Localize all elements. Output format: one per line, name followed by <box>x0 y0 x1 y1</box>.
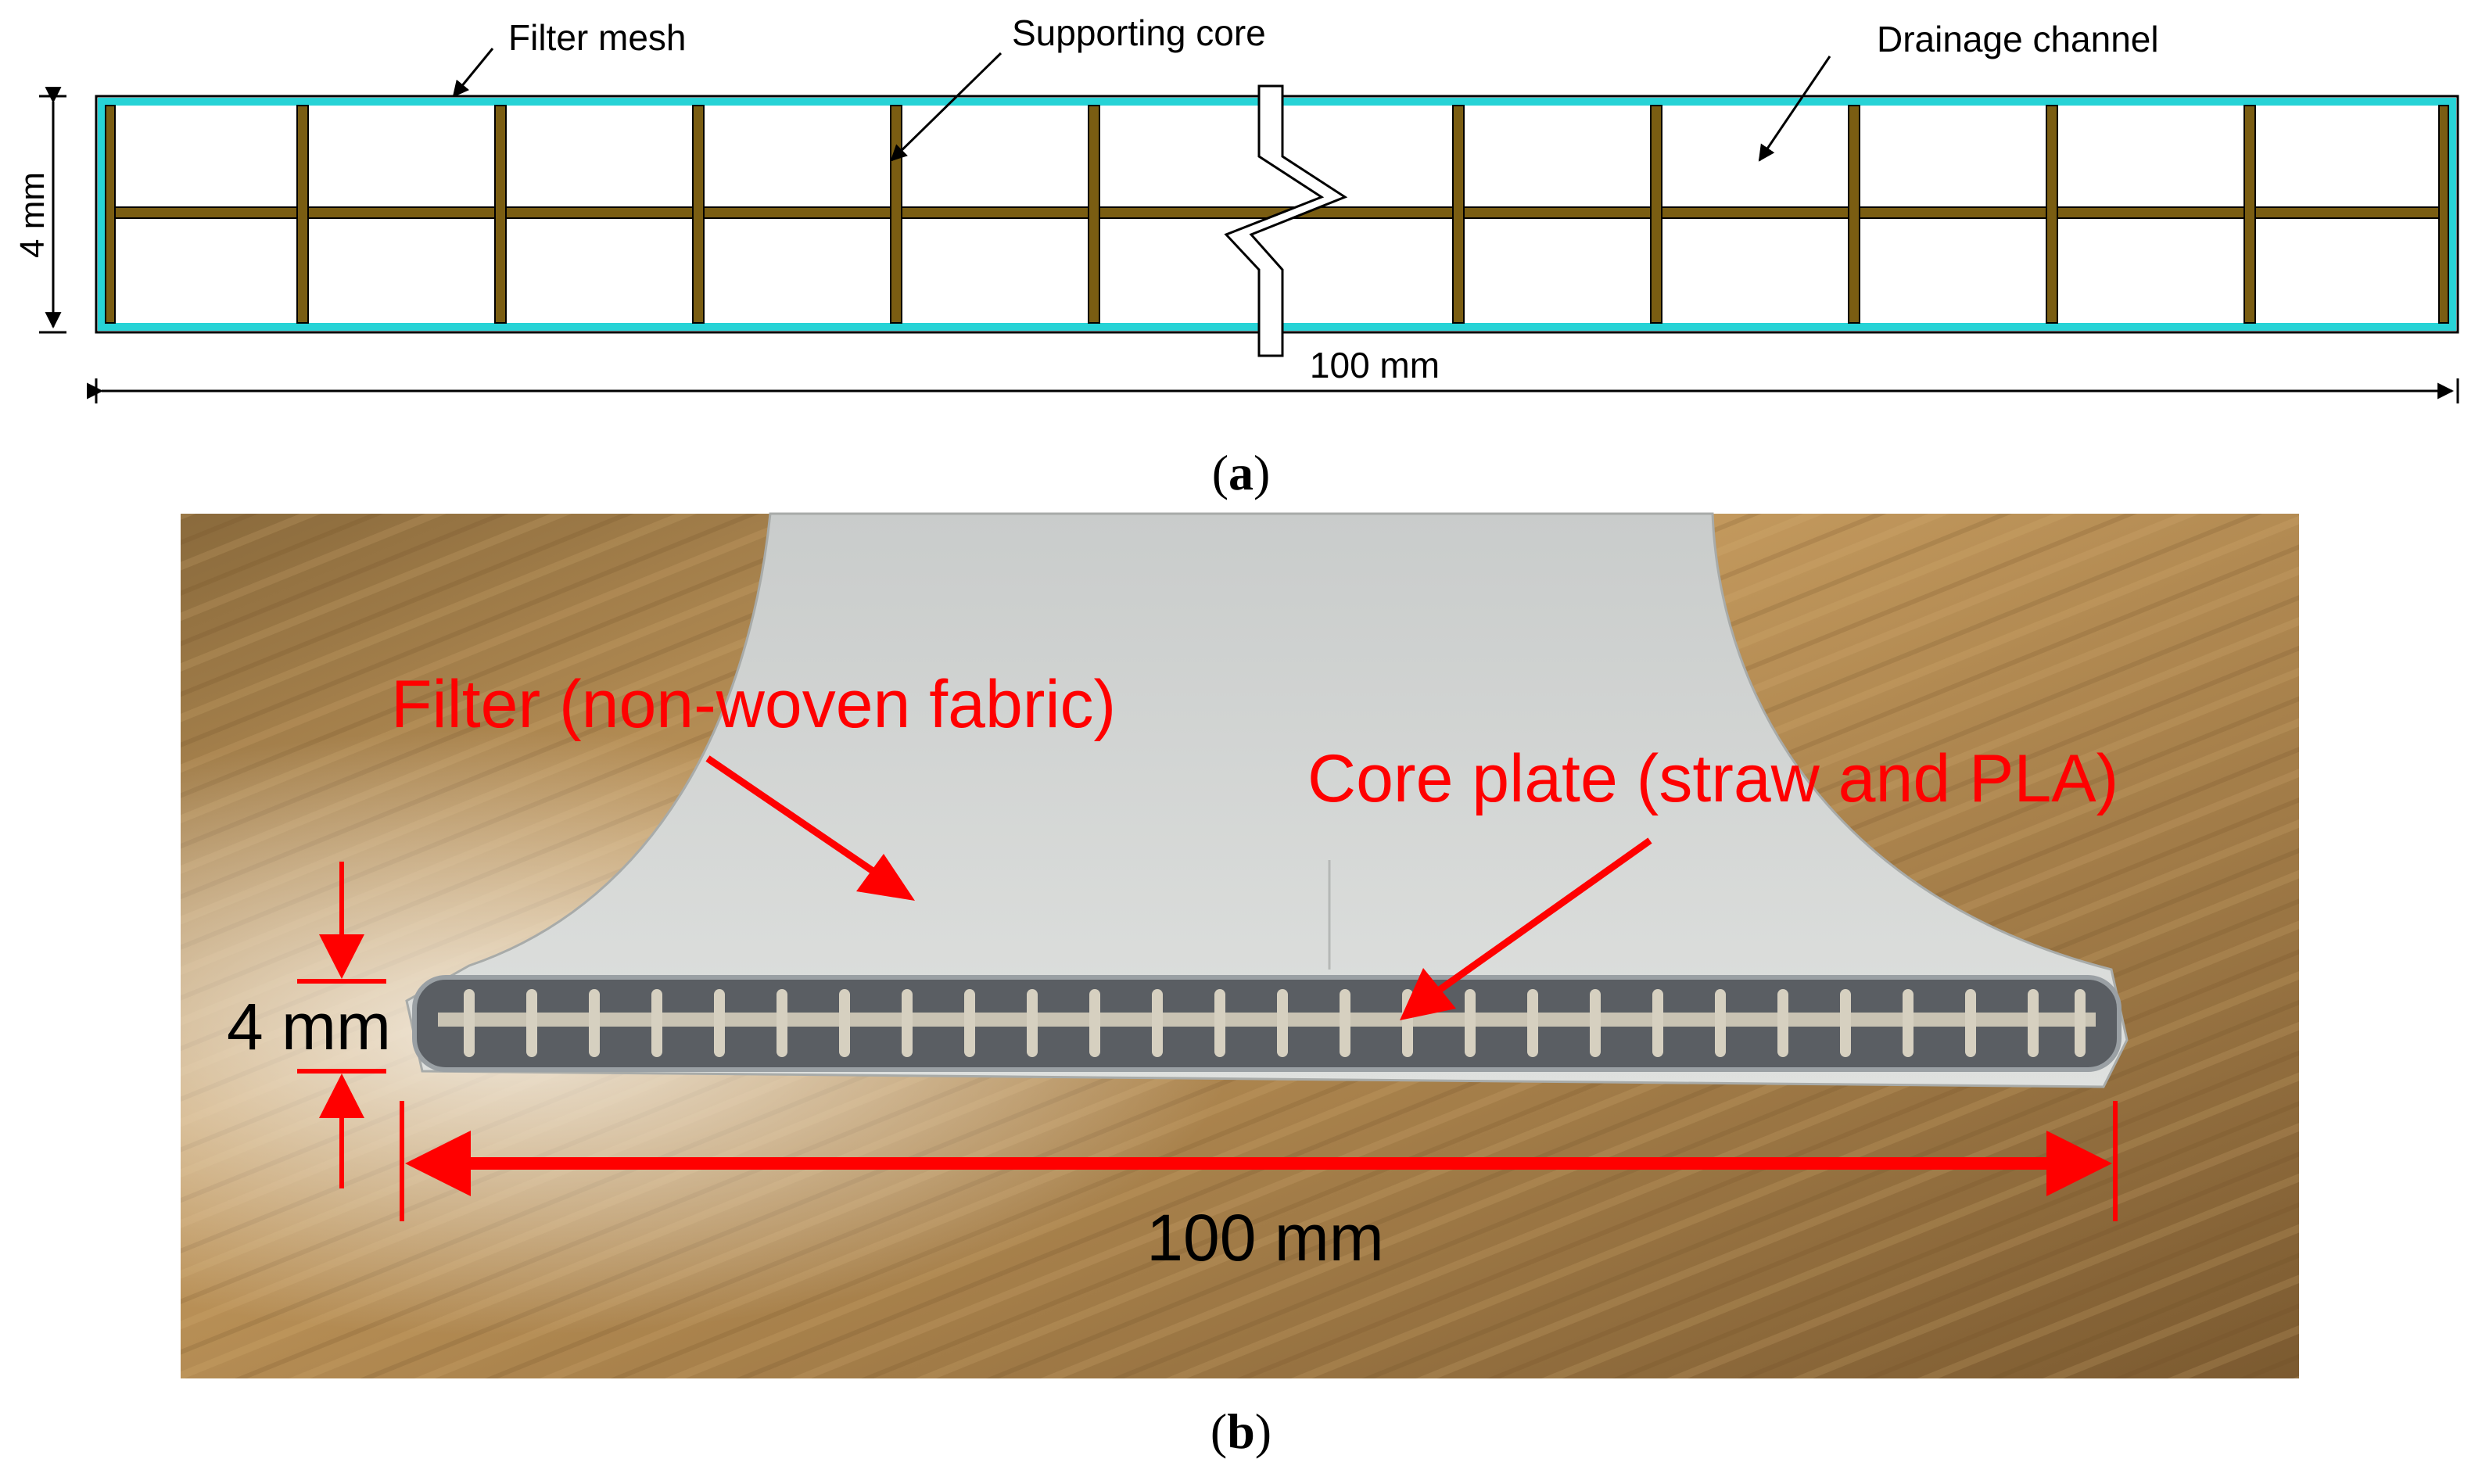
drainage-channel-label: Drainage channel <box>1877 19 2159 59</box>
panel-b-photo <box>181 512 2299 1378</box>
height-label-b: 4 mm <box>227 990 391 1063</box>
supporting-core-label: Supporting core <box>1012 13 1266 53</box>
width-label-a: 100 mm <box>1310 345 1440 385</box>
drainage-channel-pointer <box>1758 56 1831 162</box>
caption-b: (b) <box>1211 1403 1271 1459</box>
height-dimension-a <box>39 87 66 334</box>
core-plate-edge <box>412 975 2122 1072</box>
filter-fabric <box>405 512 2129 1088</box>
panel-a-diagram: 4 mm 100 mm Filter mesh Supporting core … <box>13 13 2459 403</box>
height-label-a: 4 mm <box>13 172 52 258</box>
core-plate-label-b: Core plate (straw and PLA) <box>1307 741 2118 816</box>
caption-a: (a) <box>1212 445 1271 500</box>
supporting-core-pointer <box>890 52 1002 162</box>
filter-label-b: Filter (non-woven fabric) <box>391 667 1116 742</box>
width-label-b: 100 mm <box>1146 1201 1383 1274</box>
filter-mesh-left <box>98 98 106 331</box>
break-symbol <box>1224 84 1348 357</box>
width-dimension-a <box>87 378 2459 403</box>
supporting-core <box>105 105 2449 324</box>
filter-mesh-label: Filter mesh <box>508 17 686 58</box>
filter-mesh-right <box>2448 98 2456 331</box>
panel-b-annotations: Filter (non-woven fabric) Core plate (st… <box>227 667 2118 1274</box>
filter-mesh-pointer <box>452 48 494 98</box>
